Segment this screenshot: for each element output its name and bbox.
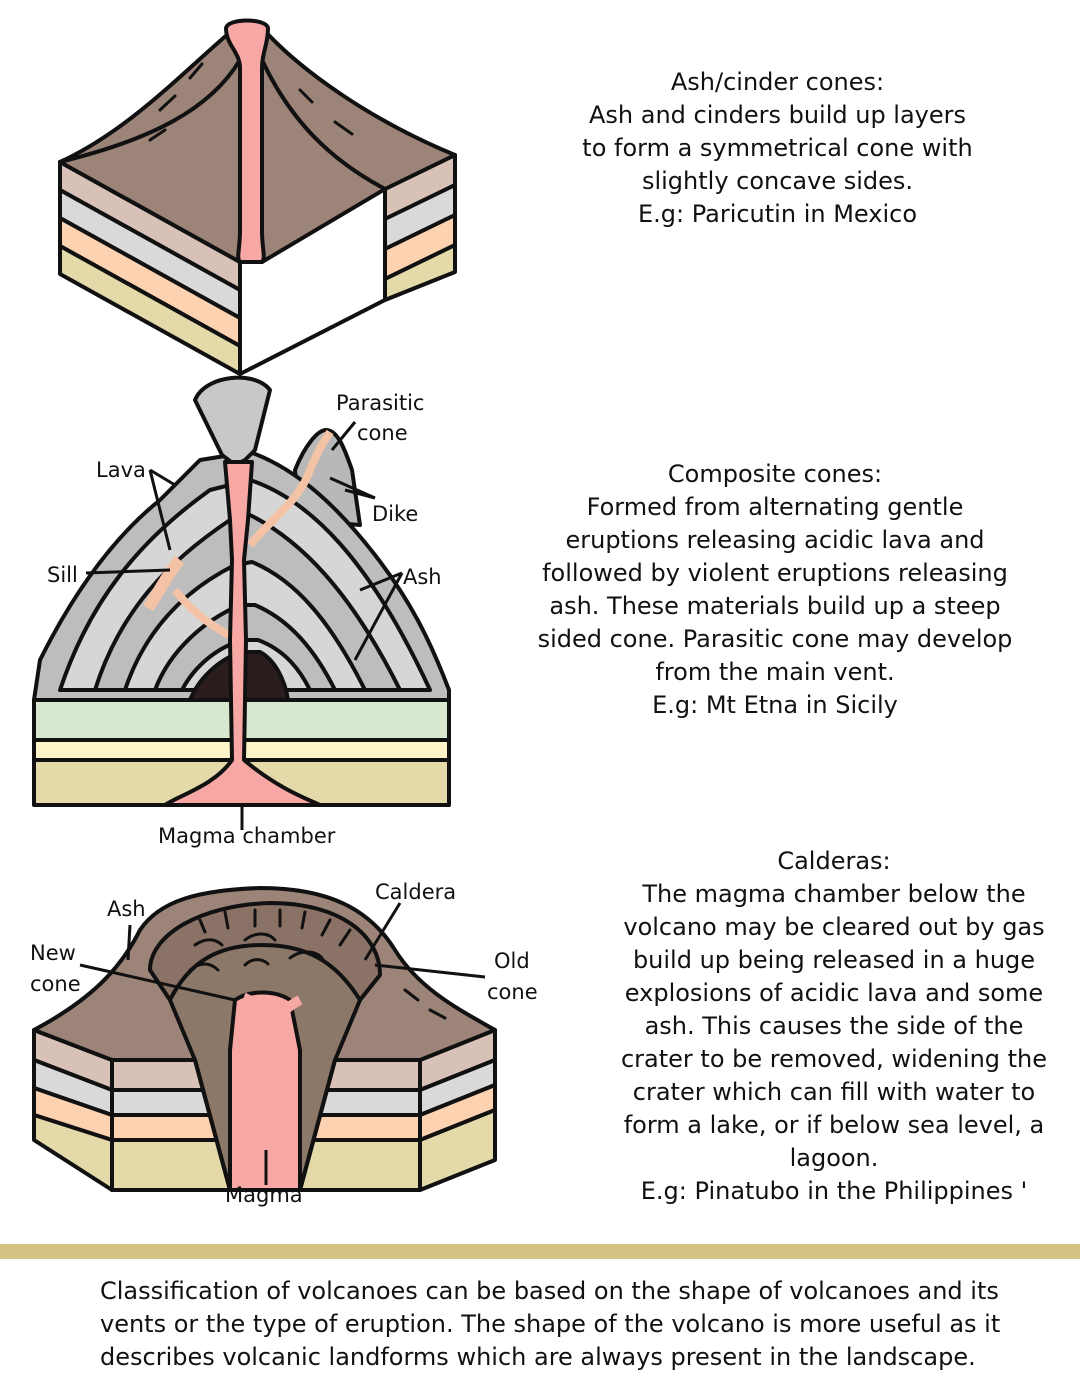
composite-line: eruptions releasing acidic lava and bbox=[565, 526, 985, 554]
label-magma: Magma bbox=[225, 1183, 303, 1207]
composite-line: from the main vent. bbox=[655, 658, 895, 686]
caldera-line: The magma chamber below the bbox=[642, 880, 1026, 908]
caldera-line: crater which can fill with water to bbox=[632, 1078, 1036, 1106]
caldera-line: form a lake, or if below sea level, a bbox=[623, 1111, 1045, 1139]
composite-line: ash. These materials build up a steep bbox=[549, 592, 1001, 620]
footer-text: Classification of volcanoes can be based… bbox=[100, 1275, 1000, 1374]
composite-vent bbox=[163, 460, 322, 807]
footer-line: vents or the type of eruption. The shape… bbox=[100, 1310, 1001, 1338]
cinder-title: Ash/cinder cones: bbox=[670, 68, 885, 96]
sill bbox=[142, 555, 185, 612]
label-sill: Sill bbox=[47, 563, 78, 587]
composite-line: Formed from alternating gentle bbox=[586, 493, 964, 521]
caldera-line: ash. This causes the side of the bbox=[644, 1012, 1024, 1040]
label-caldera-ash: Ash bbox=[107, 897, 146, 921]
composite-line: followed by violent eruptions releasing bbox=[542, 559, 1008, 587]
cinder-description: Ash/cinder cones: Ash and cinders build … bbox=[565, 66, 990, 231]
label-dike: Dike bbox=[372, 502, 418, 526]
label-parasitic-cone: cone bbox=[357, 421, 408, 445]
label-parasitic: Parasitic bbox=[336, 391, 424, 415]
divider-band bbox=[0, 1244, 1080, 1259]
caldera-line: lagoon. bbox=[789, 1144, 879, 1172]
caldera-description: Calderas: The magma chamber below the vo… bbox=[618, 845, 1050, 1208]
dike bbox=[246, 429, 334, 548]
label-caldera: Caldera bbox=[375, 880, 456, 904]
label-ash: Ash bbox=[403, 565, 442, 589]
cinder-line: E.g: Paricutin in Mexico bbox=[637, 200, 917, 228]
caldera-line: volcano may be cleared out by gas bbox=[623, 913, 1045, 941]
label-old-cone: cone bbox=[487, 980, 538, 1004]
composite-line: sided cone. Parasitic cone may develop bbox=[537, 625, 1013, 653]
caldera-line: build up being released in a huge bbox=[632, 946, 1036, 974]
composite-description: Composite cones: Formed from alternating… bbox=[535, 458, 1015, 722]
cinder-line: slightly concave sides. bbox=[641, 167, 914, 195]
footer-line: describes volcanic landforms which are a… bbox=[100, 1343, 976, 1371]
caldera-line: E.g: Pinatubo in the Philippines ' bbox=[640, 1177, 1028, 1205]
caldera-line: explosions of acidic lava and some bbox=[624, 979, 1044, 1007]
cinder-vent bbox=[224, 18, 270, 264]
composite-line: E.g: Mt Etna in Sicily bbox=[652, 691, 898, 719]
composite-title: Composite cones: bbox=[667, 460, 883, 488]
cinder-line: to form a symmetrical cone with bbox=[582, 134, 973, 162]
label-new: New bbox=[30, 941, 76, 965]
cinder-line: Ash and cinders build up layers bbox=[588, 101, 967, 129]
cinder-cut-face-right bbox=[260, 58, 387, 264]
label-lava: Lava bbox=[96, 458, 146, 482]
label-magma-chamber: Magma chamber bbox=[158, 824, 336, 848]
label-old: Old bbox=[494, 949, 530, 973]
caldera-line: crater to be removed, widening the bbox=[620, 1045, 1048, 1073]
label-new-cone: cone bbox=[30, 972, 81, 996]
footer-line: Classification of volcanoes can be based… bbox=[100, 1277, 999, 1305]
caldera-title: Calderas: bbox=[777, 847, 891, 875]
